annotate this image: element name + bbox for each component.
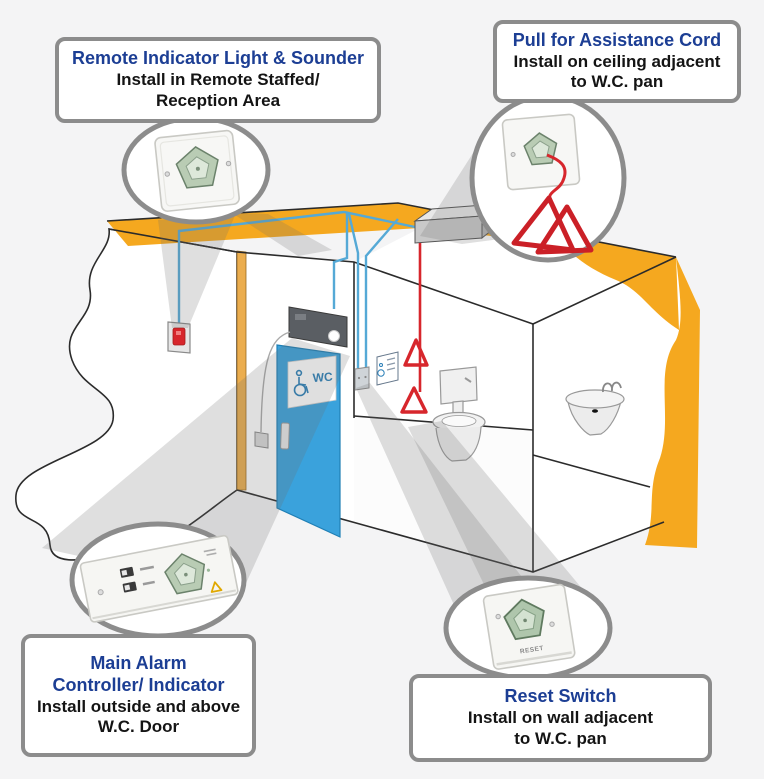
callout-body-line: Install on wall adjacent [467, 708, 654, 728]
wc-door-sign: WC [287, 355, 337, 409]
callout-title: Reset Switch [504, 686, 617, 707]
pull-cord-handle-lower [400, 386, 428, 414]
wire-controller [332, 213, 349, 309]
zoom-circle-reset-switch: RESET [443, 575, 613, 681]
callout-body-line: W.C. Door [97, 717, 180, 737]
main-controller-device [288, 306, 348, 348]
callout-pull-cord: Pull for Assistance Cord Install on ceil… [493, 20, 741, 103]
closeup-cord-line [546, 153, 567, 204]
door-handle [280, 422, 290, 450]
door-plate-wire [260, 331, 291, 433]
callout-body-line: Install on ceiling adjacent [513, 51, 721, 71]
wc-door: WC [276, 344, 341, 538]
door-frame-strip [236, 250, 247, 491]
ceiling-orange [107, 203, 676, 257]
zoom-circle-remote-indicator [121, 115, 271, 225]
beam-ceiling-spot [232, 213, 332, 256]
main-controller-closeup [79, 534, 239, 623]
screw-left [97, 589, 104, 596]
callout-main-controller: Main Alarm Controller/ Indicator Install… [21, 634, 256, 757]
instruction-card [376, 351, 399, 386]
wire-reset-a [347, 213, 360, 368]
zoom-circle-main-controller [69, 521, 247, 639]
sink [565, 381, 625, 436]
callout-body-line: Install outside and above [36, 696, 241, 716]
warning-triangle-icon [210, 581, 223, 593]
callout-body-line: Reception Area [155, 90, 281, 110]
right-torn-orange-side [645, 257, 700, 548]
remote-indicator-device [167, 321, 191, 354]
callout-title: Remote Indicator Light & Sounder [71, 48, 364, 69]
callout-body-line: to W.C. pan [570, 72, 664, 92]
pull-cord-closeup [501, 113, 594, 255]
wire-reset-b [364, 218, 399, 368]
beam-remote-indicator [158, 213, 236, 328]
callout-title: Controller/ Indicator [52, 674, 225, 695]
door-side-plate [254, 431, 269, 449]
pull-cord [400, 243, 429, 414]
callout-title: Pull for Assistance Cord [512, 29, 722, 50]
callout-reset-switch: Reset Switch Install on wall adjacent to… [409, 674, 712, 762]
pentagon-indicator-lens [175, 145, 219, 189]
ceiling-unit [413, 202, 499, 244]
wc-room-cutaway: WC [15, 202, 700, 573]
reset-switch-closeup: RESET [482, 583, 576, 670]
reset-plate [354, 366, 370, 391]
screw-right [549, 621, 555, 627]
closeup-cord-handles [511, 195, 594, 255]
zoom-circle-pull-cord [469, 93, 627, 263]
toggle-switches [119, 566, 137, 593]
screw-left [164, 171, 170, 177]
callout-remote-indicator: Remote Indicator Light & Sounder Install… [55, 37, 381, 123]
screw-left [495, 613, 501, 620]
interior-back-wall [354, 262, 533, 430]
beam-reset-a [356, 383, 540, 636]
remote-indicator-closeup [154, 129, 240, 212]
callout-title: Main Alarm [90, 652, 187, 673]
pentagon-indicator-lens [503, 598, 545, 641]
callout-body-line: Install in Remote Staffed/ [116, 70, 320, 90]
screw-left [510, 151, 516, 157]
toilet [432, 366, 486, 462]
alarm-wiring [177, 210, 416, 368]
callout-body-line: to W.C. pan [514, 728, 607, 748]
wc-sign-text: WC [312, 370, 333, 385]
pull-cord-handle-upper [403, 338, 429, 367]
wheelchair-icon [293, 369, 309, 397]
screw-right [225, 160, 232, 167]
reset-device-label: RESET [519, 645, 544, 656]
wire-ceiling-run [177, 210, 416, 327]
pentagon-indicator-lens [164, 553, 206, 595]
right-torn-orange-top [560, 241, 679, 330]
